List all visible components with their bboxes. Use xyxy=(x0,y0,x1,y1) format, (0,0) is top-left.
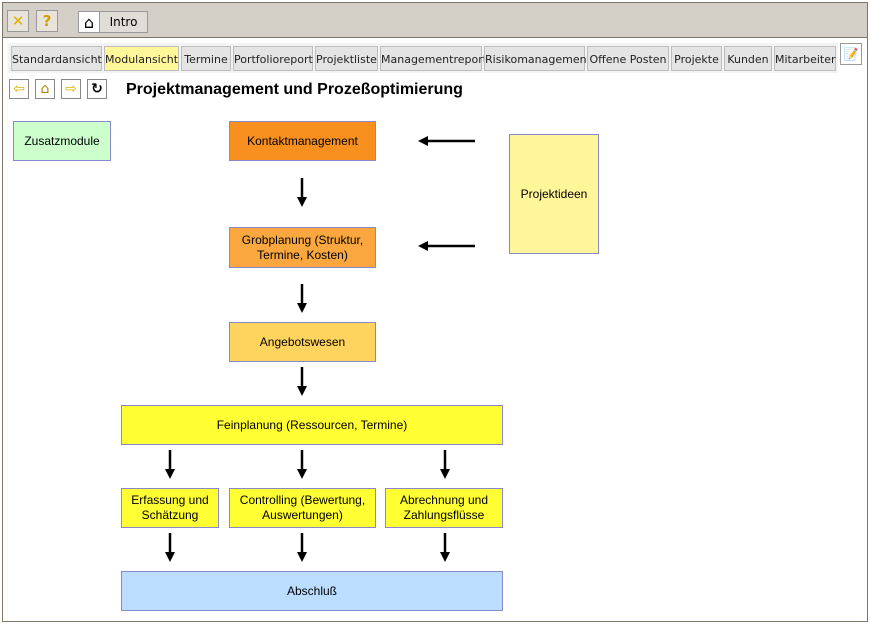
notes-icon[interactable]: 📝 xyxy=(840,43,862,65)
tab-portfolioreport[interactable]: Portfolioreport xyxy=(233,46,313,71)
tab-mitarbeiter[interactable]: Mitarbeiter xyxy=(774,46,836,71)
module-abrechnung[interactable]: Abrechnung und Zahlungsflüsse xyxy=(385,488,503,528)
tab-managementreport[interactable]: Managementreport xyxy=(380,46,487,71)
page-title: Projektmanagement und Prozeßoptimierung xyxy=(126,81,463,98)
intro-label: Intro xyxy=(109,15,138,29)
module-angebotswesen[interactable]: Angebotswesen xyxy=(229,322,376,362)
module-feinplanung[interactable]: Feinplanung (Ressourcen, Termine) xyxy=(121,405,503,445)
tab-projektliste[interactable]: Projektliste xyxy=(315,46,378,71)
tab-standardansicht[interactable]: Standardansicht xyxy=(11,46,102,71)
home-icon[interactable]: ⌂ xyxy=(35,79,55,99)
module-kontaktmanagement[interactable]: Kontaktmanagement xyxy=(229,121,376,161)
help-icon[interactable]: ? xyxy=(36,10,58,32)
home-icon: ⌂ xyxy=(79,12,100,32)
tab-offene-posten[interactable]: Offene Posten xyxy=(587,46,669,71)
tab-kunden[interactable]: Kunden xyxy=(724,46,772,71)
refresh-icon[interactable]: ↻ xyxy=(87,79,107,99)
tab-risikomanagement[interactable]: Risikomanagement xyxy=(484,46,591,71)
arrow-left-icon[interactable]: ⇦ xyxy=(9,79,29,99)
flow-arrows xyxy=(165,136,475,562)
module-erfassung[interactable]: Erfassung und Schätzung xyxy=(121,488,219,528)
module-projektideen[interactable]: Projektideen xyxy=(509,134,599,254)
module-grobplanung[interactable]: Grobplanung (Struktur, Termine, Kosten) xyxy=(229,227,376,268)
arrow-right-icon[interactable]: ⇨ xyxy=(61,79,81,99)
close-icon[interactable]: ✕ xyxy=(7,10,29,32)
tab-termine[interactable]: Termine xyxy=(181,46,231,71)
intro-button[interactable]: ⌂ Intro xyxy=(78,11,148,33)
module-abschluss[interactable]: Abschluß xyxy=(121,571,503,611)
tab-modulansicht[interactable]: Modulansicht xyxy=(104,46,179,71)
tab-projekte[interactable]: Projekte xyxy=(671,46,722,71)
module-zusatzmodule[interactable]: Zusatzmodule xyxy=(13,121,111,161)
module-controlling[interactable]: Controlling (Bewertung, Auswertungen) xyxy=(229,488,376,528)
top-toolbar: ✕ ? ⌂ Intro xyxy=(3,3,867,38)
tab-bar: Standardansicht Modulansicht Termine Por… xyxy=(8,43,838,73)
